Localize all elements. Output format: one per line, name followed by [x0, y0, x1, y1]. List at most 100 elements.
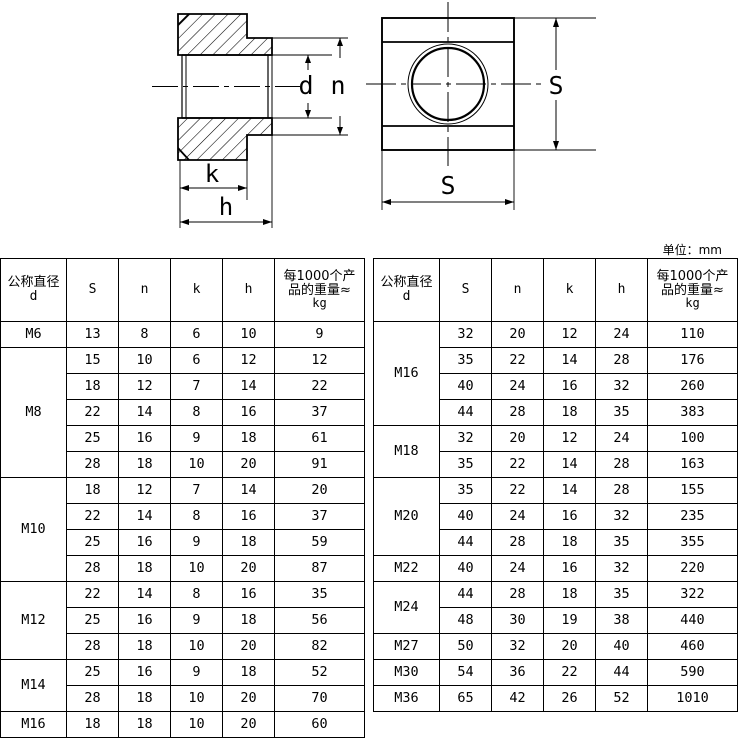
- cell-h: 35: [595, 581, 648, 608]
- cell-n: 10: [118, 347, 171, 374]
- header-n: n: [118, 258, 171, 322]
- sectional-side-view: d n k: [152, 13, 348, 228]
- cell-n: 22: [491, 451, 544, 478]
- cell-n: 16: [118, 425, 171, 452]
- cell-k: 9: [170, 607, 223, 634]
- cell-k: 26: [543, 685, 596, 712]
- header-weight-line2: 品的重量≈: [288, 282, 351, 298]
- cell-S: 32: [439, 321, 492, 348]
- cell-n: 32: [491, 633, 544, 660]
- header-nominal-diameter: 公称直径 d: [373, 258, 440, 322]
- cell-k: 10: [170, 711, 223, 738]
- cell-n: 22: [491, 347, 544, 374]
- cell-k: 22: [543, 659, 596, 686]
- cell-weight: 235: [647, 503, 738, 530]
- cell-k: 18: [543, 529, 596, 556]
- header-nominal-diameter-line2: d: [402, 289, 411, 304]
- cell-n: 24: [491, 555, 544, 582]
- cell-nominal-diameter: M8: [0, 347, 67, 478]
- cell-n: 8: [118, 321, 171, 348]
- cell-h: 32: [595, 555, 648, 582]
- cell-h: 28: [595, 477, 648, 504]
- cell-S: 44: [439, 581, 492, 608]
- cell-k: 14: [543, 347, 596, 374]
- cell-nominal-diameter: M22: [373, 555, 440, 582]
- cell-k: 6: [170, 321, 223, 348]
- cell-k: 7: [170, 373, 223, 400]
- cell-h: 16: [222, 581, 275, 608]
- cell-S: 18: [66, 373, 119, 400]
- cell-n: 20: [491, 425, 544, 452]
- cell-h: 16: [222, 399, 275, 426]
- cell-k: 16: [543, 373, 596, 400]
- cell-n: 20: [491, 321, 544, 348]
- cell-h: 38: [595, 607, 648, 634]
- cell-k: 10: [170, 685, 223, 712]
- cell-k: 9: [170, 425, 223, 452]
- header-weight: 每1000个产 品的重量≈ kg: [647, 258, 738, 322]
- cell-n: 28: [491, 399, 544, 426]
- cell-nominal-diameter: M12: [0, 581, 67, 660]
- cell-n: 16: [118, 607, 171, 634]
- cell-weight: 37: [274, 399, 365, 426]
- cell-h: 44: [595, 659, 648, 686]
- cell-h: 16: [222, 503, 275, 530]
- cell-S: 25: [66, 607, 119, 634]
- square-plan-view: S S: [366, 2, 596, 210]
- cell-weight: 59: [274, 529, 365, 556]
- cell-k: 14: [543, 477, 596, 504]
- cell-n: 18: [118, 451, 171, 478]
- dimension-label-s-vertical: S: [548, 71, 563, 100]
- header-S: S: [66, 258, 119, 322]
- cell-weight: 35: [274, 581, 365, 608]
- dimension-label-s-horizontal: S: [440, 171, 455, 200]
- dimension-d: d: [298, 55, 314, 118]
- cell-k: 10: [170, 555, 223, 582]
- cell-S: 22: [66, 399, 119, 426]
- specification-table-right: 公称直径 d S n k h 每1000个产 品的重量≈ kg: [373, 258, 738, 712]
- dimension-label-h: h: [219, 193, 233, 221]
- cell-S: 65: [439, 685, 492, 712]
- upper-body-section: [177, 13, 273, 56]
- cell-nominal-diameter: M14: [0, 659, 67, 712]
- cell-n: 16: [118, 529, 171, 556]
- cell-h: 20: [222, 711, 275, 738]
- cell-n: 18: [118, 711, 171, 738]
- cell-S: 40: [439, 555, 492, 582]
- cell-k: 18: [543, 581, 596, 608]
- cell-S: 54: [439, 659, 492, 686]
- dimension-s-horizontal: S: [381, 150, 515, 210]
- cell-S: 13: [66, 321, 119, 348]
- cell-h: 20: [222, 555, 275, 582]
- thread-major-circle: [407, 43, 489, 125]
- cell-n: 14: [118, 581, 171, 608]
- cell-weight: 20: [274, 477, 365, 504]
- cell-h: 18: [222, 529, 275, 556]
- cell-k: 16: [543, 503, 596, 530]
- header-weight-line3: kg: [685, 296, 700, 311]
- dimension-n: n: [330, 38, 346, 135]
- cell-S: 35: [439, 451, 492, 478]
- cell-h: 18: [222, 425, 275, 452]
- cell-n: 28: [491, 529, 544, 556]
- left-table-wrapper: 公称直径 d S n k h 每1000个产 品的重量≈ kg: [0, 258, 365, 738]
- cell-h: 32: [595, 503, 648, 530]
- cell-h: 14: [222, 477, 275, 504]
- cell-S: 40: [439, 373, 492, 400]
- cell-S: 28: [66, 685, 119, 712]
- cell-k: 12: [543, 321, 596, 348]
- cell-h: 24: [595, 425, 648, 452]
- cell-S: 22: [66, 581, 119, 608]
- cell-S: 40: [439, 503, 492, 530]
- cell-n: 42: [491, 685, 544, 712]
